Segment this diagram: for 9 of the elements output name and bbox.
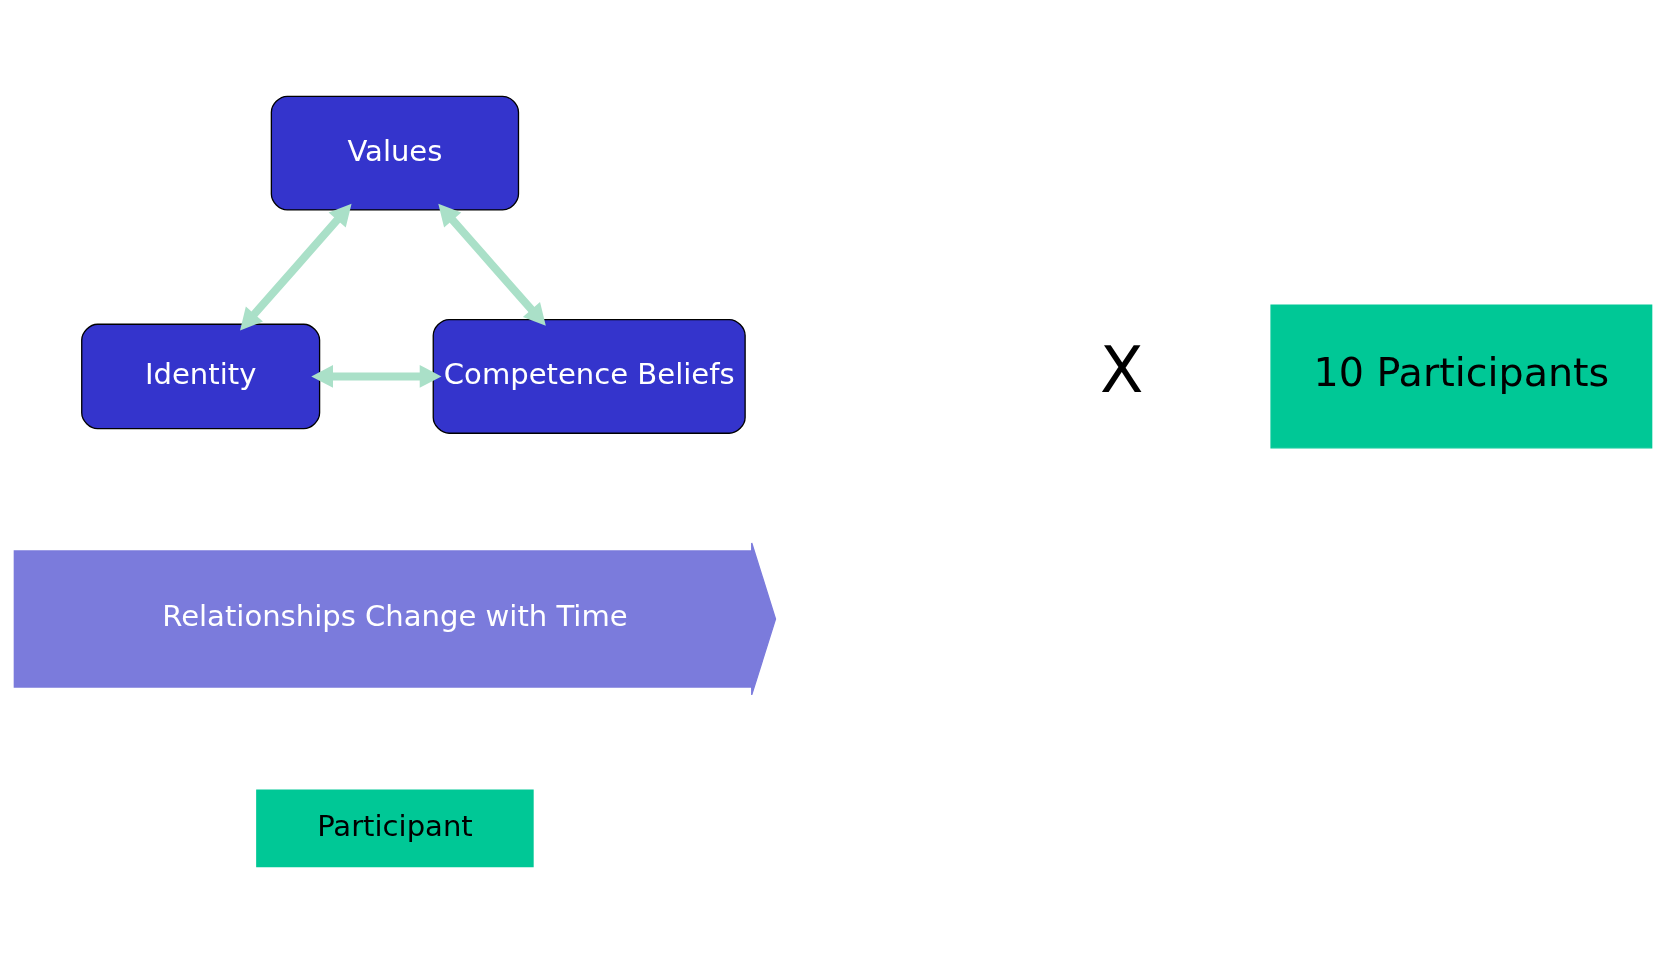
node-box: Values: [270, 95, 520, 211]
arrow: [311, 365, 442, 388]
node-box: Competence Beliefs: [432, 318, 746, 434]
node-box: 10 Participants: [1270, 304, 1653, 449]
node-box: Participant: [256, 789, 534, 868]
arrow: [438, 203, 546, 326]
arrow: [240, 203, 352, 331]
label: X: [1100, 333, 1144, 408]
node-box: Identity: [81, 323, 321, 430]
